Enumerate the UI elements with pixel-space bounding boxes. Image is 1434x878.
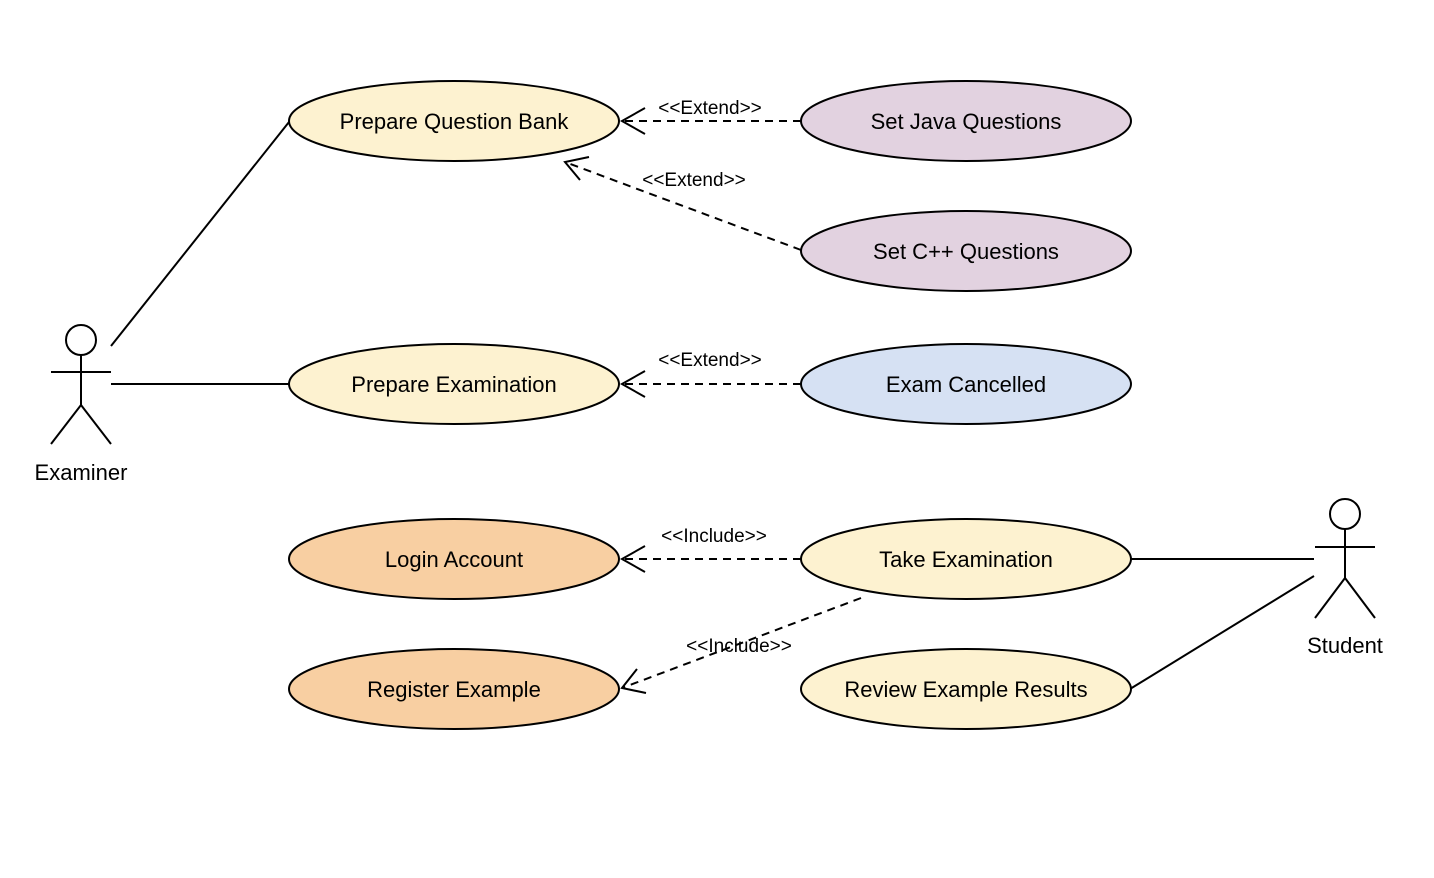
actor-examiner[interactable]: Examiner — [35, 324, 128, 485]
stick-figure-icon — [50, 324, 112, 445]
use-case-label: Prepare Question Bank — [340, 109, 570, 134]
use-case-login-account[interactable]: Login Account — [288, 518, 620, 600]
extend-java-arrow — [619, 107, 801, 135]
use-case-label: Exam Cancelled — [886, 372, 1046, 397]
actor-label: Student — [1307, 633, 1383, 658]
use-case-take-examination[interactable]: Take Examination — [800, 518, 1132, 600]
association-examiner-question-bank — [110, 121, 290, 347]
include-register-label: <<Include>> — [686, 636, 792, 657]
use-case-set-cpp-questions[interactable]: Set C++ Questions — [800, 210, 1132, 292]
stick-figure-icon — [1314, 498, 1376, 619]
extend-cancel-arrow — [619, 370, 801, 398]
use-case-prepare-examination[interactable]: Prepare Examination — [288, 343, 620, 425]
include-login-label: <<Include>> — [661, 526, 767, 547]
extend-cpp-label: <<Extend>> — [642, 170, 746, 191]
use-case-exam-cancelled[interactable]: Exam Cancelled — [800, 343, 1132, 425]
use-case-label: Register Example — [367, 677, 541, 702]
association-student-review-results — [1129, 575, 1315, 690]
actor-label: Examiner — [35, 460, 128, 485]
include-login-arrow — [619, 545, 801, 573]
extend-cancel-label: <<Extend>> — [658, 350, 762, 371]
actor-student[interactable]: Student — [1307, 498, 1383, 658]
use-case-label: Take Examination — [879, 547, 1053, 572]
use-case-register-example[interactable]: Register Example — [288, 648, 620, 730]
include-register-arrow — [620, 597, 862, 694]
use-case-label: Review Example Results — [844, 677, 1087, 702]
use-case-label: Set C++ Questions — [873, 239, 1059, 264]
use-case-label: Set Java Questions — [871, 109, 1062, 134]
use-case-set-java-questions[interactable]: Set Java Questions — [800, 80, 1132, 162]
use-case-review-example-results[interactable]: Review Example Results — [800, 648, 1132, 730]
extend-java-label: <<Extend>> — [658, 98, 762, 119]
use-case-label: Login Account — [385, 547, 523, 572]
use-case-label: Prepare Examination — [351, 372, 556, 397]
extend-cpp-arrow — [563, 156, 802, 251]
use-case-prepare-question-bank[interactable]: Prepare Question Bank — [288, 80, 620, 162]
